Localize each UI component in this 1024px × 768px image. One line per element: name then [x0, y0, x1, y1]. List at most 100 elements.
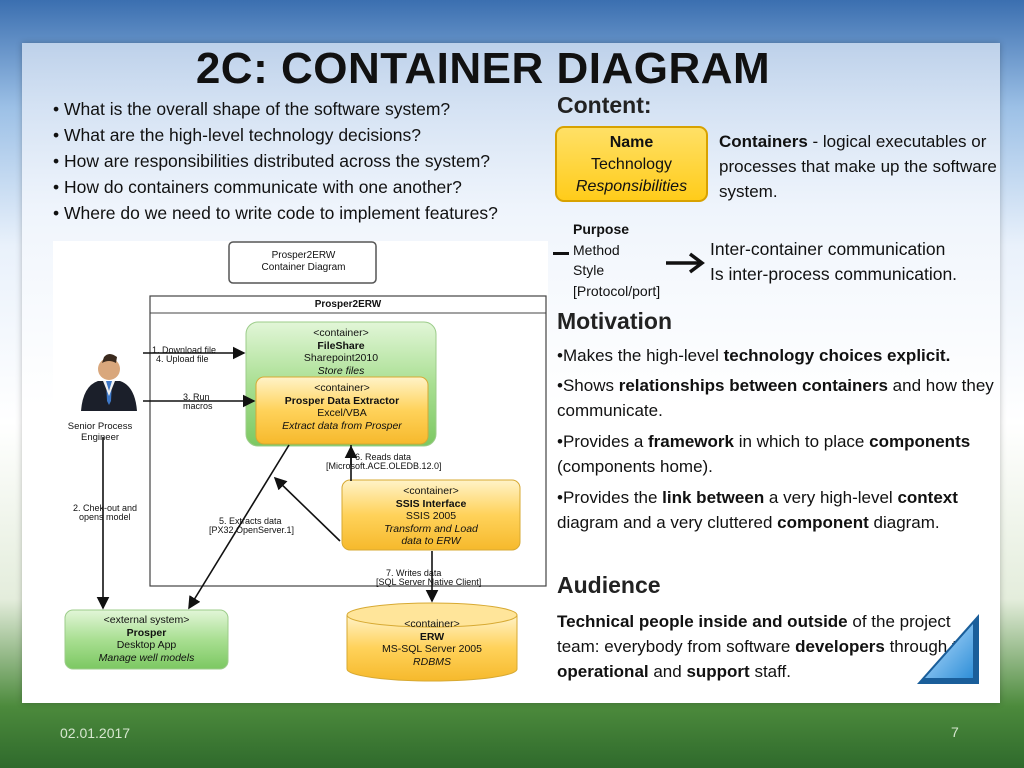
stereotype: <container> — [403, 485, 459, 497]
motivation-heading: Motivation — [557, 308, 672, 334]
edge-label: opens model — [79, 512, 131, 522]
legend-technology: Technology — [591, 156, 672, 173]
text: •Provides the — [557, 488, 663, 507]
question-item: • What are the high-level technology dec… — [53, 125, 422, 145]
erw-container: <container> ERW MS-SQL Server 2005 RDBMS — [347, 618, 517, 668]
ssis-container: <container> SSIS Interface SSIS 2005 Tra… — [342, 485, 520, 548]
containers-desc-text: - logical executables or processes that … — [719, 132, 997, 201]
container-resp: data to ERW — [401, 535, 461, 547]
actor-label-line: Senior Process — [67, 421, 133, 432]
text: staff. — [749, 662, 791, 681]
communication-attributes: Purpose Method Style [Protocol/port] — [573, 219, 660, 301]
triangle-decoration-icon — [917, 614, 979, 684]
comm-purpose: Purpose — [573, 221, 630, 237]
diagram-title-line: Container Diagram — [261, 262, 346, 273]
right-arrow-icon — [666, 252, 705, 274]
text: and how they communicate. — [557, 376, 994, 420]
text: diagram. — [868, 513, 940, 532]
edge-label: [PX32.OpenServer.1] — [209, 525, 295, 535]
motivation-point-3: •Provides a framework in which to place … — [557, 429, 997, 479]
question-item: • What is the overall shape of the softw… — [53, 99, 451, 119]
text: •Provides a — [557, 432, 648, 451]
bold-text: framework — [648, 432, 734, 451]
stereotype: <container> — [314, 382, 370, 394]
question-list: • What is the overall shape of the softw… — [53, 96, 553, 226]
actor-label-line: Engineer — [80, 432, 120, 443]
comm-desc-line1: Inter-container communication — [710, 239, 946, 259]
ssis-shape — [341, 479, 521, 551]
container-diagram: Prosper2ERW Container Diagram Prosper2ER… — [53, 241, 548, 684]
dash-line — [553, 252, 569, 255]
communication-description: Inter-container communication Is inter-p… — [710, 237, 1000, 287]
comm-style: Style — [573, 262, 605, 278]
edge-label: 4. Upload file — [156, 354, 209, 364]
text: •Shows — [557, 376, 619, 395]
container-tech: Sharepoint2010 — [303, 352, 379, 364]
bold-text: Technical people inside and outside — [557, 612, 848, 631]
edge-label: macros — [183, 401, 213, 411]
legend-name: Name — [609, 134, 654, 151]
edge-label: 2. Chek-out and — [73, 503, 138, 513]
bold-text: component — [777, 513, 869, 532]
edge-label: 7. Writes data — [386, 568, 442, 578]
diagram-title-box — [228, 241, 377, 284]
question-item: • How do containers communicate with one… — [53, 177, 462, 197]
edge-label: 3. Run — [183, 392, 210, 402]
stereotype: <container> — [404, 618, 460, 630]
container-resp: Extract data from Prosper — [282, 419, 402, 432]
erw-shape — [346, 615, 518, 682]
footer-date: 02.01.2017 — [60, 725, 131, 741]
text: (components home). — [557, 457, 713, 476]
bold-text: developers — [795, 637, 885, 656]
container-resp: Transform and Load — [384, 522, 478, 535]
bold-text: components — [869, 432, 971, 451]
container-resp: Store files — [317, 364, 365, 377]
edge-label: 1. Download file — [152, 345, 217, 355]
container-name: FileShare — [317, 339, 365, 352]
comm-desc-line2: Is inter-process communication. — [710, 264, 958, 284]
containers-term: Containers — [719, 132, 808, 151]
container-tech: SSIS 2005 — [405, 510, 457, 522]
text: •Makes the high-level — [557, 346, 724, 365]
edge-label: 5. Extracts data — [219, 516, 282, 526]
system-boundary — [149, 295, 547, 587]
stereotype: <external system> — [103, 614, 190, 626]
containers-description: Containers - logical executables or proc… — [719, 129, 999, 204]
prosper-shape — [64, 609, 229, 670]
bold-text: context — [897, 488, 958, 507]
edge-label: [Microsoft.ACE.OLEDB.12.0] — [326, 461, 442, 471]
fileshare-container: <container> FileShare Sharepoint2010 Sto… — [246, 327, 436, 377]
content-heading: Content: — [557, 92, 652, 118]
container-name: Prosper Data Extractor — [284, 394, 400, 407]
bold-text: relationships between containers — [618, 376, 888, 395]
diagram-title: Prosper2ERW Container Diagram — [231, 250, 376, 274]
edge-label: 6. Reads data — [355, 452, 412, 462]
slide-title: 2C: CONTAINER DIAGRAM — [195, 44, 771, 93]
container-name: Prosper — [126, 626, 167, 639]
extractor-shape — [255, 376, 429, 445]
text: of the project team: everybody from soft… — [557, 612, 951, 656]
motivation-point-4: •Provides the link between a very high-l… — [557, 485, 997, 535]
text: in which to place — [733, 432, 870, 451]
text: a very high-level — [764, 488, 898, 507]
bold-text: support — [686, 662, 750, 681]
bold-text: operational — [557, 662, 649, 681]
container-tech: MS-SQL Server 2005 — [382, 643, 482, 655]
question-item: • How are responsibilities distributed a… — [53, 151, 491, 171]
boundary-label: Prosper2ERW — [314, 299, 382, 310]
container-name: SSIS Interface — [395, 497, 467, 510]
motivation-point-1: •Makes the high-level technology choices… — [557, 343, 997, 368]
text: and — [648, 662, 687, 681]
prosper-external-system: <external system> Prosper Desktop App Ma… — [65, 614, 228, 664]
container-name: ERW — [419, 630, 445, 643]
bold-text: technology choices explicit. — [723, 346, 951, 365]
comm-method: Method — [573, 241, 620, 258]
diagram-title-line: Prosper2ERW — [271, 250, 336, 261]
audience-text: Technical people inside and outside of t… — [557, 609, 997, 684]
container-legend-box: Name Technology Responsibilities — [555, 126, 708, 202]
comm-protocol: [Protocol/port] — [573, 282, 661, 299]
container-tech: Desktop App — [116, 639, 177, 651]
bold-text: link between — [662, 488, 765, 507]
container-resp: Manage well models — [98, 651, 195, 664]
stereotype: <container> — [313, 327, 369, 339]
